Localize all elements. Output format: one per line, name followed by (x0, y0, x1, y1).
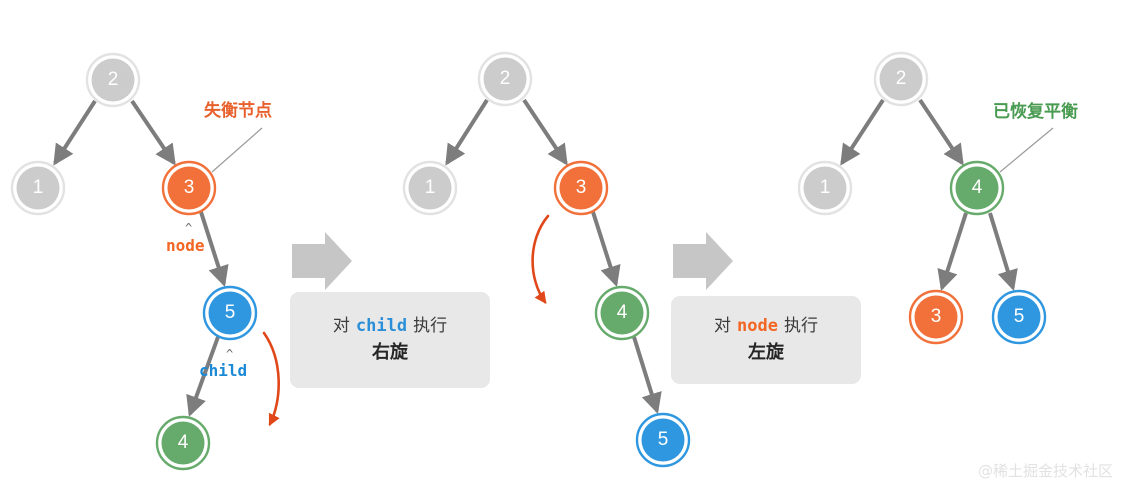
node-outer-ring (594, 285, 650, 341)
node-circle-1 (16, 166, 60, 210)
node-circle-4 (955, 166, 999, 210)
tag-balanced: 已恢复平衡 (993, 102, 1078, 122)
node-outer-ring (477, 51, 533, 107)
edge-2-to-1 (840, 98, 885, 166)
callout-code-child: child (355, 315, 408, 336)
edge-4-to-3 (937, 212, 968, 291)
callout-line-1: 对 child 执行 (333, 314, 447, 340)
node-outer-ring (991, 289, 1047, 345)
node-circle-4 (161, 421, 205, 465)
callout-code-node: node (737, 315, 778, 336)
node-circle-2 (879, 57, 923, 101)
node-outer-ring (85, 52, 141, 108)
edge-3-to-4 (591, 211, 621, 287)
edge-2-to-1 (445, 98, 489, 166)
callout-line-2: 左旋 (748, 339, 784, 366)
step-arrow-2 (673, 232, 733, 290)
edge-3-to-5 (199, 211, 229, 287)
callout-text-pre: 对 (332, 315, 350, 336)
edge-5-to-4 (186, 336, 220, 417)
label-node: node (166, 236, 205, 255)
node-outer-ring (797, 160, 853, 216)
edge-2-to-3 (130, 99, 176, 166)
node-outer-ring (10, 160, 66, 216)
step-arrow-1 (292, 232, 352, 290)
node-circle-3 (914, 295, 958, 339)
node-circle-4 (600, 291, 644, 335)
node-circle-1 (803, 166, 847, 210)
node-outer-ring (908, 289, 964, 345)
node-circle-3 (559, 166, 603, 210)
node-circle-2 (483, 57, 527, 101)
node-circle-2 (91, 58, 135, 102)
node-outer-ring (402, 160, 458, 216)
tag-unbalanced-node: 失衡节点 (204, 101, 272, 121)
node-circle-5 (641, 418, 685, 462)
callout-line-1: 对 node 执行 (714, 314, 818, 340)
caret-node-pointer: ^ (185, 221, 193, 235)
callout-child-right-rotation: 对 child 执行 右旋 (290, 292, 490, 388)
leader-line-balanced (999, 127, 1054, 173)
node-circle-1 (408, 166, 452, 210)
callout-operation-left-rotate: 左旋 (748, 342, 784, 364)
node-outer-ring (635, 412, 691, 468)
node-outer-ring (873, 51, 929, 107)
node-outer-ring (155, 415, 211, 471)
node-outer-ring (949, 160, 1005, 216)
callout-line-2: 右旋 (372, 339, 408, 366)
node-outer-ring (202, 285, 258, 341)
panel-before-edges (53, 99, 280, 427)
node-circle-3 (167, 166, 211, 210)
edge-2-to-4 (918, 98, 964, 166)
node-circle-5 (208, 291, 252, 335)
edge-4-to-5 (988, 212, 1018, 291)
caret-child-pointer: ^ (226, 347, 234, 361)
watermark: @稀土掘金技术社区 (977, 462, 1113, 480)
callout-text-post: 执行 (413, 315, 448, 336)
label-child: child (199, 361, 248, 380)
callout-operation-right-rotate: 右旋 (372, 342, 408, 364)
rotation-arrow-right (262, 331, 280, 427)
tree-node-circles (10, 51, 1047, 471)
callout-text-pre: 对 (714, 315, 732, 336)
node-outer-ring (161, 160, 217, 216)
edge-2-to-1 (53, 99, 97, 166)
leader-line-unbalanced (211, 127, 263, 173)
callout-text-post: 执行 (783, 315, 818, 336)
edge-2-to-3 (522, 98, 568, 166)
node-circle-5 (997, 295, 1041, 339)
edge-4-to-5 (632, 336, 662, 414)
panel-right-rotated-edges (445, 98, 662, 414)
panel-balanced-edges (840, 98, 1054, 291)
node-outer-ring (553, 160, 609, 216)
rotation-arrow-left (531, 214, 550, 304)
callout-node-left-rotation: 对 node 执行 左旋 (671, 296, 861, 384)
